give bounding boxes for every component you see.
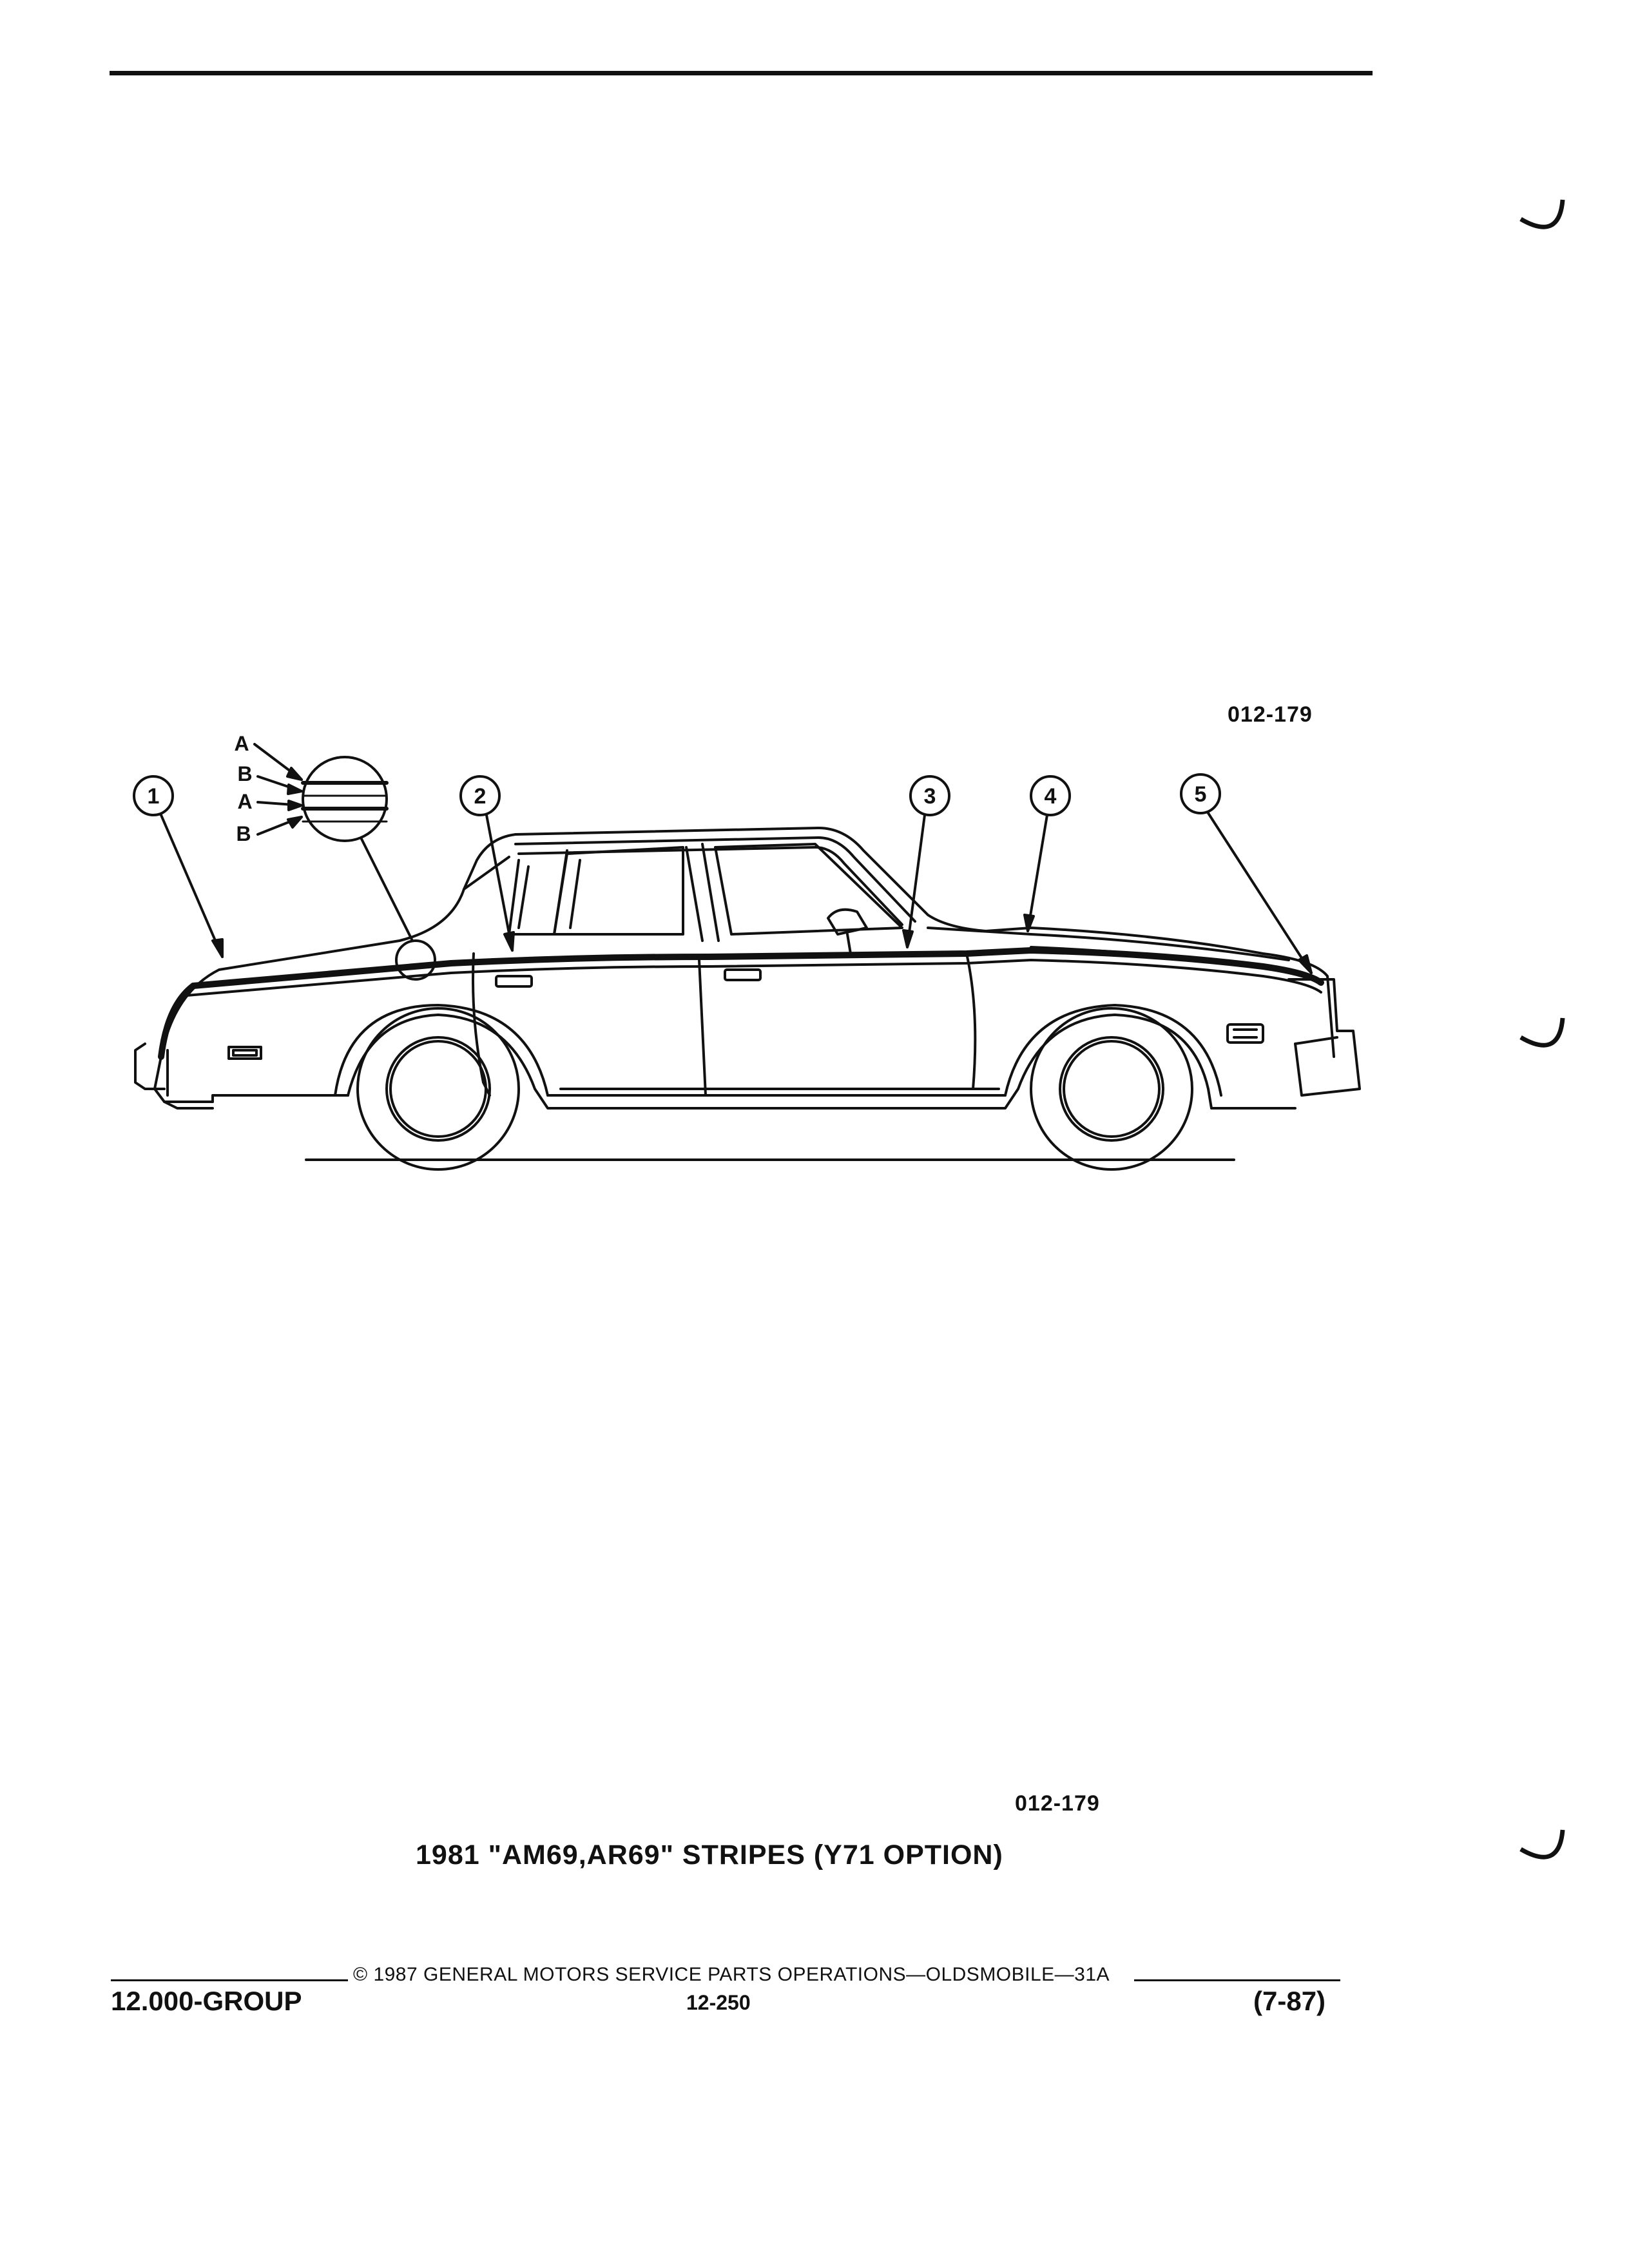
- callout-2-label: 2: [474, 784, 487, 809]
- stripe-letter-b1: B: [237, 762, 252, 785]
- stripe-location-circle: [395, 939, 436, 981]
- car-illustration: 1 2 3 4 5 A B A B: [133, 732, 1361, 1171]
- callout-4-label: 4: [1045, 784, 1057, 809]
- front-marker-light: [1226, 1023, 1264, 1044]
- binder-mark-1: [1519, 199, 1565, 229]
- figure-caption: 1981 "AM69,AR69" STRIPES (Y71 OPTION): [416, 1840, 1003, 1870]
- stripe-letter-a1: A: [234, 732, 249, 755]
- front-wheel: [1030, 1007, 1193, 1171]
- stripe-letter-a2: A: [237, 790, 252, 813]
- car-body-outline: [160, 827, 1335, 1058]
- callout-1-circle: [133, 775, 174, 816]
- callout-5-label: 5: [1195, 782, 1207, 807]
- footer-page-number: 12-250: [686, 1991, 751, 2014]
- front-bumper: [1287, 978, 1361, 1097]
- rear-marker-light: [227, 1046, 262, 1060]
- callout-2-circle: [459, 775, 501, 816]
- callout-3-circle: [909, 775, 950, 816]
- rear-door-handle: [495, 975, 533, 988]
- callout-5-circle: [1180, 773, 1221, 814]
- rear-bumper: [134, 1043, 166, 1090]
- footer-copyright: © 1987 GENERAL MOTORS SERVICE PARTS OPER…: [353, 1964, 1110, 1985]
- footer-group: 12.000-GROUP: [111, 1986, 302, 2016]
- footer-revision: (7-87): [1253, 1986, 1326, 2016]
- figure-code-bottom: 012-179: [1015, 1791, 1100, 1816]
- callout-3-label: 3: [924, 784, 936, 809]
- footer-rule-left: [111, 1979, 348, 1981]
- callout-1-label: 1: [148, 784, 160, 809]
- binder-mark-2: [1519, 1017, 1565, 1048]
- rear-wheel: [356, 1007, 520, 1171]
- footer-rule-right: [1134, 1979, 1340, 1981]
- side-mirror: [827, 908, 868, 936]
- top-rule: [110, 71, 1373, 75]
- callout-4-circle: [1030, 775, 1071, 816]
- binder-marks: [1519, 199, 1565, 1860]
- stripe-detail-circle: [302, 756, 388, 842]
- binder-mark-3: [1519, 1829, 1565, 1860]
- front-door-handle: [724, 968, 762, 981]
- stripe-letter-b2: B: [236, 822, 251, 845]
- figure-code-top: 012-179: [1228, 702, 1313, 727]
